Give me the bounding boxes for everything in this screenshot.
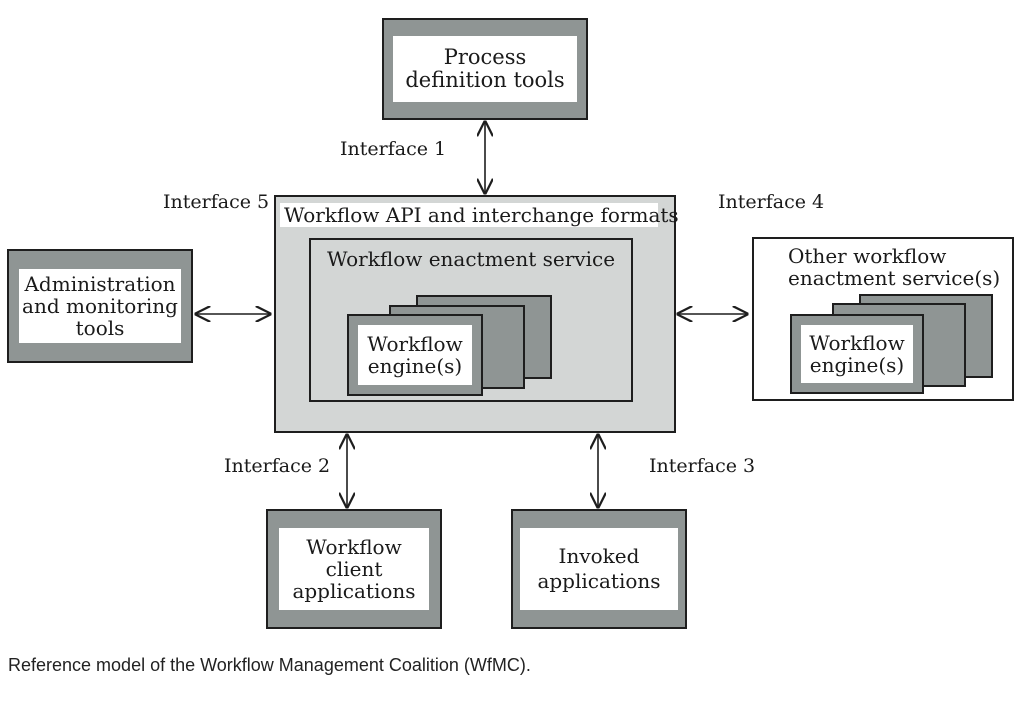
interface-5-label: Interface 5	[163, 191, 270, 213]
interface-4-label: Interface 4	[718, 191, 825, 213]
invoked-applications-box: Invoked applications	[511, 509, 687, 629]
admin-line-2: and monitoring	[22, 294, 178, 318]
workflow-enactment-service-box: Workflow enactment service Workflow engi…	[309, 238, 633, 402]
workflow-api-box: Workflow API and interchange formats Wor…	[274, 195, 679, 433]
client-apps-line-1: Workflow	[306, 535, 402, 559]
figure-caption: Reference model of the Workflow Manageme…	[8, 655, 531, 675]
workflow-enactment-service-title: Workflow enactment service	[326, 247, 616, 271]
client-apps-line-2: client	[325, 557, 383, 581]
engine-main-line-1: Workflow	[367, 332, 463, 356]
interface-2-label: Interface 2	[224, 455, 331, 477]
engine-main-line-2: engine(s)	[367, 354, 463, 378]
process-definition-tools-label: Process definition tools	[393, 36, 577, 102]
process-tools-line-2: definition tools	[405, 68, 565, 92]
engine-other-line-2: engine(s)	[809, 353, 905, 377]
other-service-line-2: enactment service(s)	[788, 266, 1001, 290]
administration-monitoring-tools-label: Administration and monitoring tools	[19, 269, 181, 343]
workflow-engine-main-box: Workflow engine(s)	[347, 314, 483, 396]
other-workflow-enactment-service-title: Other workflow enactment service(s)	[788, 245, 1000, 289]
other-service-line-1: Other workflow	[788, 244, 947, 268]
workflow-client-applications-box: Workflow client applications	[266, 509, 442, 629]
connector-arrows	[0, 0, 1023, 640]
invoked-apps-line-1: Invoked	[558, 544, 640, 568]
admin-line-1: Administration	[24, 272, 176, 296]
process-tools-line-1: Process	[443, 44, 527, 69]
admin-line-3: tools	[75, 316, 125, 340]
workflow-client-applications-label: Workflow client applications	[279, 528, 429, 610]
process-definition-tools-box: Process definition tools	[382, 18, 588, 120]
other-workflow-enactment-service-box: Other workflow enactment service(s) Work…	[752, 237, 1014, 401]
workflow-engine-other-box: Workflow engine(s)	[790, 314, 924, 394]
invoked-applications-label: Invoked applications	[520, 528, 678, 610]
administration-monitoring-tools-box: Administration and monitoring tools	[7, 249, 193, 363]
interface-3-label: Interface 3	[649, 455, 756, 477]
interface-1-label: Interface 1	[340, 138, 447, 160]
workflow-api-title: Workflow API and interchange formats	[280, 203, 679, 227]
engine-other-line-1: Workflow	[809, 331, 905, 355]
invoked-apps-line-2: applications	[537, 569, 661, 593]
wfmc-reference-model-diagram: Process definition tools Workflow API an…	[0, 0, 1023, 640]
workflow-engine-other-label: Workflow engine(s)	[801, 325, 913, 383]
workflow-engine-main-label: Workflow engine(s)	[358, 325, 472, 385]
client-apps-line-3: applications	[292, 579, 416, 603]
